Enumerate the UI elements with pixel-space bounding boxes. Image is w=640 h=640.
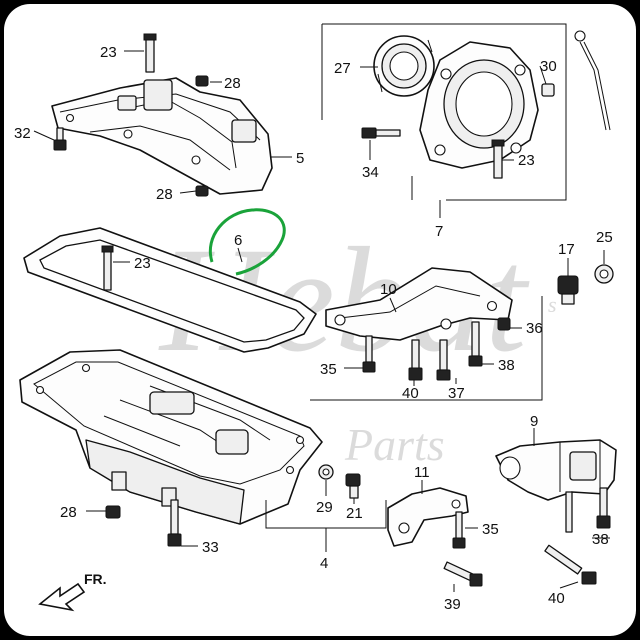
callout-23: 23 (100, 44, 117, 61)
callout-numbers: 23 28 32 5 28 27 30 34 23 7 6 23 17 25 1… (14, 44, 613, 613)
callout-21: 21 (346, 505, 363, 522)
callout-30: 30 (540, 58, 557, 75)
callout-35: 35 (482, 521, 499, 538)
callout-17: 17 (558, 241, 575, 258)
diagram-panel: Hebat Parts s (4, 4, 636, 636)
bolt-35-lower (452, 511, 466, 549)
callout-10: 10 (380, 281, 397, 298)
bolt-34 (361, 127, 401, 139)
callout-36: 36 (526, 320, 543, 337)
callout-28: 28 (224, 75, 241, 92)
callout-35: 35 (320, 361, 337, 378)
bolt-23-right (491, 139, 505, 179)
bolt-32 (53, 127, 67, 151)
plug-17 (557, 275, 579, 305)
dipstick-part (574, 30, 611, 131)
pin-30 (541, 83, 555, 97)
callout-7: 7 (435, 223, 443, 240)
callout-23: 23 (518, 152, 535, 169)
bolt-38-lower (596, 487, 611, 529)
callout-5: 5 (296, 150, 304, 167)
callout-40: 40 (548, 590, 565, 607)
stud-23-gasket (101, 245, 114, 291)
bolt-38-upper (468, 321, 483, 367)
bolt-39 (443, 561, 483, 587)
mount-bracket-9-part (495, 439, 617, 501)
watermark-small: s (548, 292, 557, 317)
callout-28: 28 (156, 186, 173, 203)
front-orientation-arrow: FR. (38, 571, 107, 612)
callout-33: 33 (202, 539, 219, 556)
group-bracket-top (321, 23, 567, 201)
watermark-sub: Parts (344, 419, 445, 470)
nut-28-top (195, 75, 209, 87)
callout-32: 32 (14, 125, 31, 142)
callout-38: 38 (498, 357, 515, 374)
washer-25 (594, 264, 614, 284)
group-bracket-right (310, 296, 543, 401)
bolt-40-upper (408, 339, 423, 381)
rear-housing-part (419, 41, 539, 169)
callout-11: 11 (414, 464, 430, 481)
callout-6: 6 (234, 232, 242, 249)
bracket-10-part (325, 267, 513, 341)
bolt-40-lower (544, 544, 597, 585)
baffle-plate-part (51, 77, 273, 195)
bolt-33 (167, 499, 182, 547)
callout-4: 4 (320, 555, 328, 572)
bolt-23-top (143, 33, 157, 73)
callout-25: 25 (596, 229, 613, 246)
drain-bolt-21 (345, 473, 361, 499)
callout-40: 40 (402, 385, 419, 402)
bolt-37 (436, 339, 451, 381)
bolt-36 (497, 317, 511, 331)
callout-37: 37 (448, 385, 465, 402)
stud-9-lower (565, 491, 573, 533)
washer-29 (318, 464, 334, 480)
callout-29: 29 (316, 499, 333, 516)
bolt-35-upper (362, 335, 376, 373)
callout-39: 39 (444, 596, 461, 613)
bracket-4 (265, 500, 387, 529)
callout-27: 27 (334, 60, 351, 77)
nut-28-mid (195, 185, 209, 197)
callout-23: 23 (134, 255, 151, 272)
callout-28: 28 (60, 504, 77, 521)
oil-seal-part (373, 35, 435, 97)
callout-34: 34 (362, 164, 379, 181)
front-label: FR. (84, 571, 107, 587)
bracket-11-part (387, 487, 469, 547)
bolt-28-pan (105, 505, 121, 519)
leader-lines (33, 50, 610, 592)
oil-pan-part (19, 349, 323, 525)
highlight-circle (208, 208, 286, 276)
callout-9: 9 (530, 413, 538, 430)
exploded-parts-diagram: Hebat Parts s (14, 23, 617, 613)
callout-38: 38 (592, 531, 609, 548)
